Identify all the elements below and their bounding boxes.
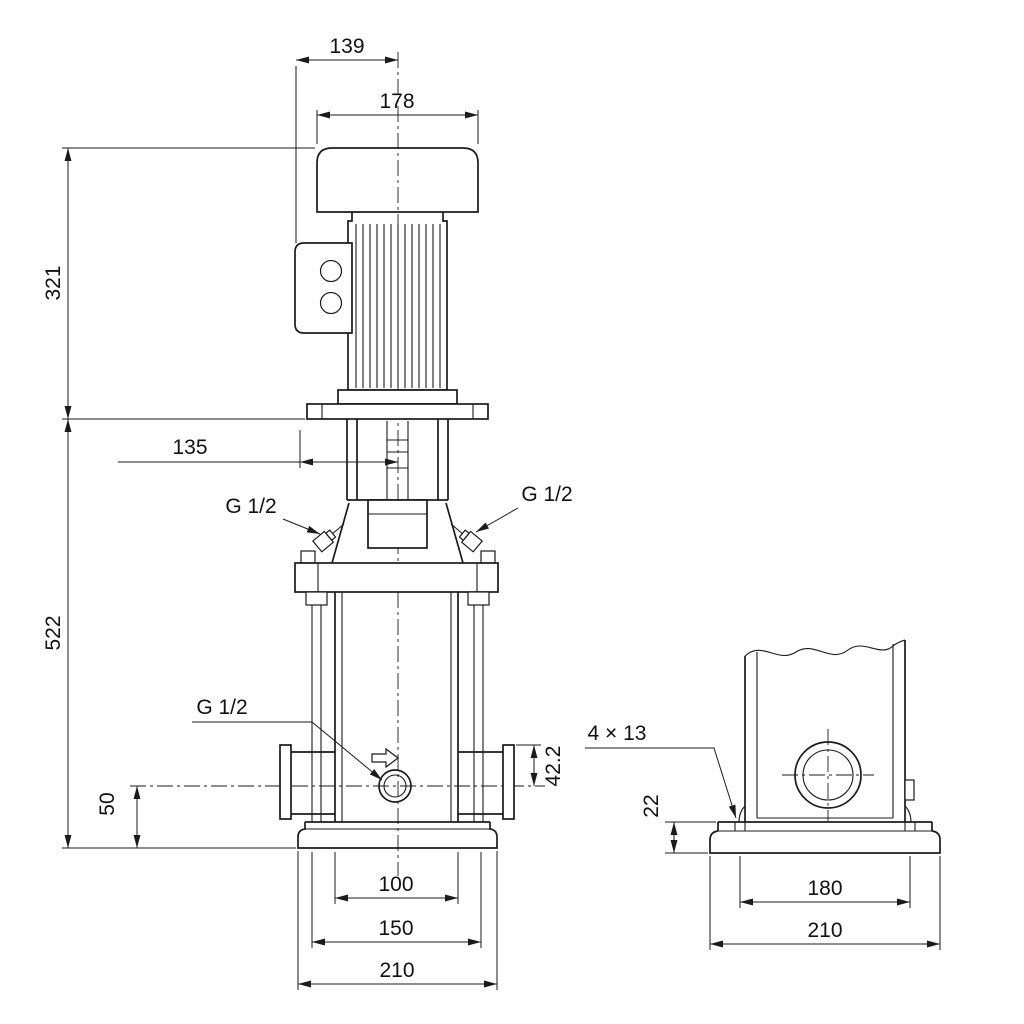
dim-135: 135 bbox=[118, 430, 398, 468]
dim-522-label: 522 bbox=[42, 615, 65, 650]
side-view bbox=[709, 639, 941, 854]
port-neck bbox=[291, 751, 335, 815]
sleeve-outer bbox=[334, 592, 459, 822]
dim-150-label: 150 bbox=[378, 917, 413, 940]
drain-plug bbox=[371, 747, 412, 803]
motor-flange bbox=[337, 389, 458, 405]
base-side bbox=[709, 821, 941, 854]
stool-legs bbox=[346, 419, 449, 500]
side-tab bbox=[904, 779, 915, 801]
port-face bbox=[279, 744, 292, 820]
staybolts bbox=[311, 605, 484, 822]
base-outline bbox=[709, 830, 941, 854]
port-face bbox=[502, 744, 515, 820]
cooling-fins bbox=[355, 224, 441, 388]
dim-22: 22 bbox=[640, 794, 716, 854]
dim-139-label: 139 bbox=[329, 35, 364, 58]
flange-bolt-left bbox=[300, 550, 316, 564]
motor-stool-flange bbox=[306, 403, 489, 420]
dim-210-front-label: 210 bbox=[379, 959, 414, 982]
head-block bbox=[367, 499, 428, 549]
drain-hole-inner bbox=[383, 774, 407, 798]
front-view bbox=[130, 52, 545, 876]
break-line bbox=[744, 639, 906, 657]
flow-direction-arrow bbox=[371, 747, 399, 769]
cable-entry-hole bbox=[319, 259, 343, 283]
label-bolt-holes: 4 × 13 bbox=[585, 722, 737, 819]
chamber-feet bbox=[738, 805, 912, 823]
bolt-slots bbox=[734, 822, 916, 831]
dim-321: 321 bbox=[42, 147, 315, 420]
chamber-walls bbox=[744, 640, 906, 822]
label-vent-right: G 1/2 bbox=[475, 483, 573, 533]
bolt-holes-label: 4 × 13 bbox=[588, 722, 647, 745]
vent-necks bbox=[330, 523, 465, 536]
dim-22-label: 22 bbox=[640, 794, 663, 817]
label-drain: G 1/2 bbox=[192, 696, 383, 781]
dim-135-label: 135 bbox=[172, 436, 207, 459]
staybolt-nut-right bbox=[467, 591, 490, 606]
head-sides bbox=[331, 502, 464, 564]
drain-hole-outer bbox=[378, 769, 412, 803]
terminal-box bbox=[294, 242, 353, 334]
dim-42-2-label: 42.2 bbox=[542, 746, 565, 787]
port-neck bbox=[458, 751, 503, 815]
dim-210-side-label: 210 bbox=[807, 919, 842, 942]
head-flange-lines bbox=[317, 563, 478, 592]
discharge-port bbox=[458, 744, 515, 820]
dim-210-side: 210 bbox=[709, 856, 941, 950]
base-front bbox=[297, 821, 498, 849]
stool-flange-bolts bbox=[321, 404, 474, 419]
cable-entry-hole bbox=[319, 291, 343, 315]
dim-42-2: 42.2 bbox=[516, 744, 565, 787]
base-outline bbox=[297, 822, 498, 849]
drain-label: G 1/2 bbox=[196, 696, 247, 719]
vent-plug-right bbox=[458, 529, 484, 553]
dim-180: 180 bbox=[739, 856, 911, 908]
dim-321-label: 321 bbox=[42, 265, 65, 300]
chamber-walls-inner bbox=[756, 644, 894, 819]
sleeve-inner bbox=[341, 592, 452, 822]
dim-178: 178 bbox=[316, 90, 479, 144]
label-vent-left: G 1/2 bbox=[225, 495, 321, 535]
vent-plug-left bbox=[311, 529, 337, 553]
vent-left-label: G 1/2 bbox=[225, 495, 276, 518]
dim-210-front: 210 bbox=[297, 851, 498, 990]
dim-139: 139 bbox=[295, 35, 398, 243]
dim-522: 522 bbox=[42, 419, 296, 849]
suction-port bbox=[279, 744, 335, 820]
vent-right-label: G 1/2 bbox=[521, 483, 572, 506]
pump-sleeve bbox=[305, 591, 490, 822]
dim-100-label: 100 bbox=[378, 873, 413, 896]
motor-stool bbox=[346, 419, 449, 501]
dim-178-label: 178 bbox=[379, 90, 414, 113]
pump-head bbox=[294, 499, 499, 593]
base-plate-edges bbox=[717, 822, 933, 831]
fan-cover bbox=[316, 147, 479, 213]
head-flange bbox=[294, 562, 499, 593]
dimensions: 139 178 321 522 135 bbox=[42, 35, 941, 990]
dim-150: 150 bbox=[311, 852, 482, 948]
dim-180-label: 180 bbox=[807, 877, 842, 900]
motor bbox=[294, 147, 489, 420]
dim-100: 100 bbox=[334, 852, 459, 904]
staybolt-nut-left bbox=[305, 591, 328, 606]
dim-50-label: 50 bbox=[96, 792, 119, 815]
flange-bolt-right bbox=[480, 550, 496, 564]
dim-50: 50 bbox=[96, 786, 141, 848]
coupling-shaft bbox=[386, 421, 409, 500]
